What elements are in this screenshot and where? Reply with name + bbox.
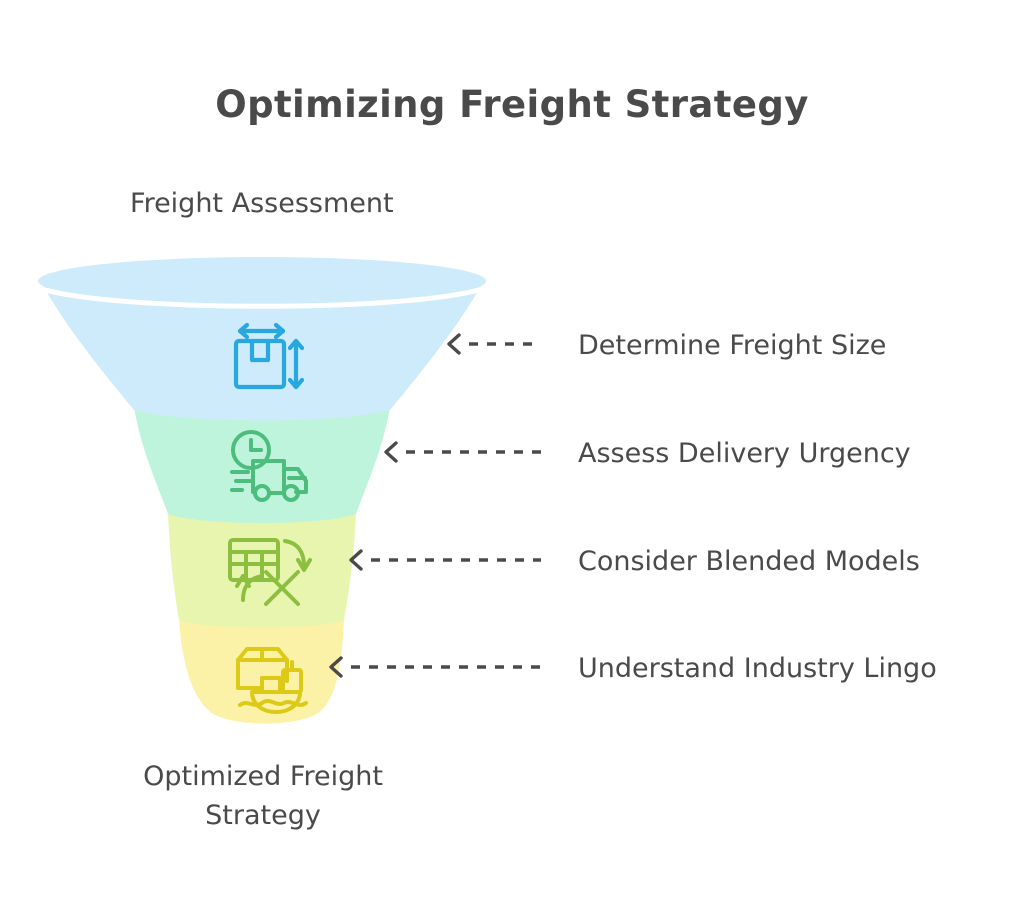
funnel-bottom-label-line1: Optimized Freight: [143, 761, 383, 792]
funnel-band-4[interactable]: [179, 618, 344, 724]
funnel-bottom-label-line2: Strategy: [205, 800, 321, 831]
box-dimensions-icon: [233, 322, 305, 390]
page-title: Optimizing Freight Strategy: [215, 83, 809, 126]
funnel-body: [38, 257, 486, 724]
funnel-band-1[interactable]: [40, 280, 484, 421]
box-cargo-ship-icon: [236, 647, 308, 714]
funnel-rim-highlight: [41, 286, 483, 309]
funnel-top-label: Freight Assessment: [130, 188, 394, 219]
connector-arrow-4: [329, 656, 541, 678]
step-label-3: Consider Blended Models: [578, 546, 920, 577]
connector-arrow-3: [349, 549, 541, 571]
step-label-1: Determine Freight Size: [578, 330, 886, 361]
delivery-truck-clock-icon: [230, 430, 308, 502]
funnel-rim[interactable]: [38, 257, 486, 305]
step-label-4: Understand Industry Lingo: [578, 653, 937, 684]
connector-arrow-1: [447, 333, 541, 355]
spreadsheet-exchange-icon: [228, 538, 312, 606]
connector-arrow-2: [384, 441, 541, 463]
step-label-2: Assess Delivery Urgency: [578, 438, 911, 469]
